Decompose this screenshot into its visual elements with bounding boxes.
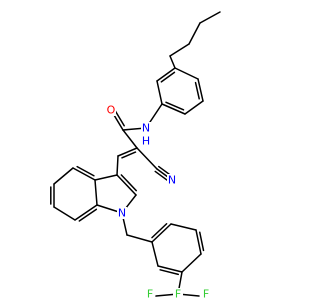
bond-single (156, 80, 163, 105)
atom-label-background (173, 288, 183, 300)
atom-label-background (106, 104, 116, 116)
atom-label-background (141, 135, 151, 147)
bond-double-inner (198, 231, 205, 252)
bond-double-inner (121, 151, 137, 159)
bond-single (116, 155, 119, 176)
bond-double-inner (160, 71, 176, 83)
bond-double (197, 78, 204, 102)
atom-label-n-nitrile: N (168, 174, 176, 187)
bond-single (126, 234, 153, 243)
bond-single (169, 55, 176, 69)
bond-double (72, 167, 96, 181)
bond-double (195, 229, 202, 255)
bond-double-inner (165, 101, 185, 111)
bond-double-inner (159, 269, 180, 276)
atom-label-background (145, 288, 155, 300)
atom-label-background (141, 122, 151, 134)
atom-label-background (117, 207, 127, 219)
bond-single (122, 129, 138, 149)
bond-double (117, 147, 138, 157)
bond-double-inner (151, 222, 168, 239)
bond-single (170, 223, 197, 231)
atom-label-background (201, 288, 211, 300)
bond-single (94, 174, 118, 181)
bond-single (94, 179, 98, 206)
bond-single (169, 43, 190, 57)
bond-double-inner (114, 110, 125, 127)
bond-double (74, 204, 98, 221)
bond-double-inner (76, 165, 95, 177)
bond-single (188, 22, 201, 45)
bond-single (53, 167, 74, 185)
bond-single (151, 241, 159, 267)
bond-single (53, 206, 76, 221)
atom-label-n-amide: N (142, 122, 150, 135)
atom-label-f-2: F (203, 288, 209, 300)
bond-single (184, 100, 204, 115)
bond-single (181, 253, 202, 273)
bond-double (151, 223, 172, 243)
atom-label-h-amide: H (142, 135, 150, 148)
bond-single (199, 11, 221, 24)
bond-double-inner (120, 174, 138, 192)
bond-single (136, 147, 158, 170)
atom-label-f-1: F (147, 288, 153, 300)
atom-label-f-3: F (175, 288, 181, 300)
bond-layer (50, 11, 221, 297)
atom-label-o-carbonyl: O (107, 104, 116, 117)
bond-double (156, 67, 176, 82)
bond-double (116, 174, 137, 196)
atom-label-n-indole: N (118, 207, 126, 220)
bond-single (174, 67, 199, 80)
bond-double-inner (194, 81, 200, 100)
atom-label-background (167, 174, 177, 186)
bond-double-inner (78, 208, 98, 222)
bond-double (157, 265, 183, 273)
bond-double (161, 103, 186, 115)
